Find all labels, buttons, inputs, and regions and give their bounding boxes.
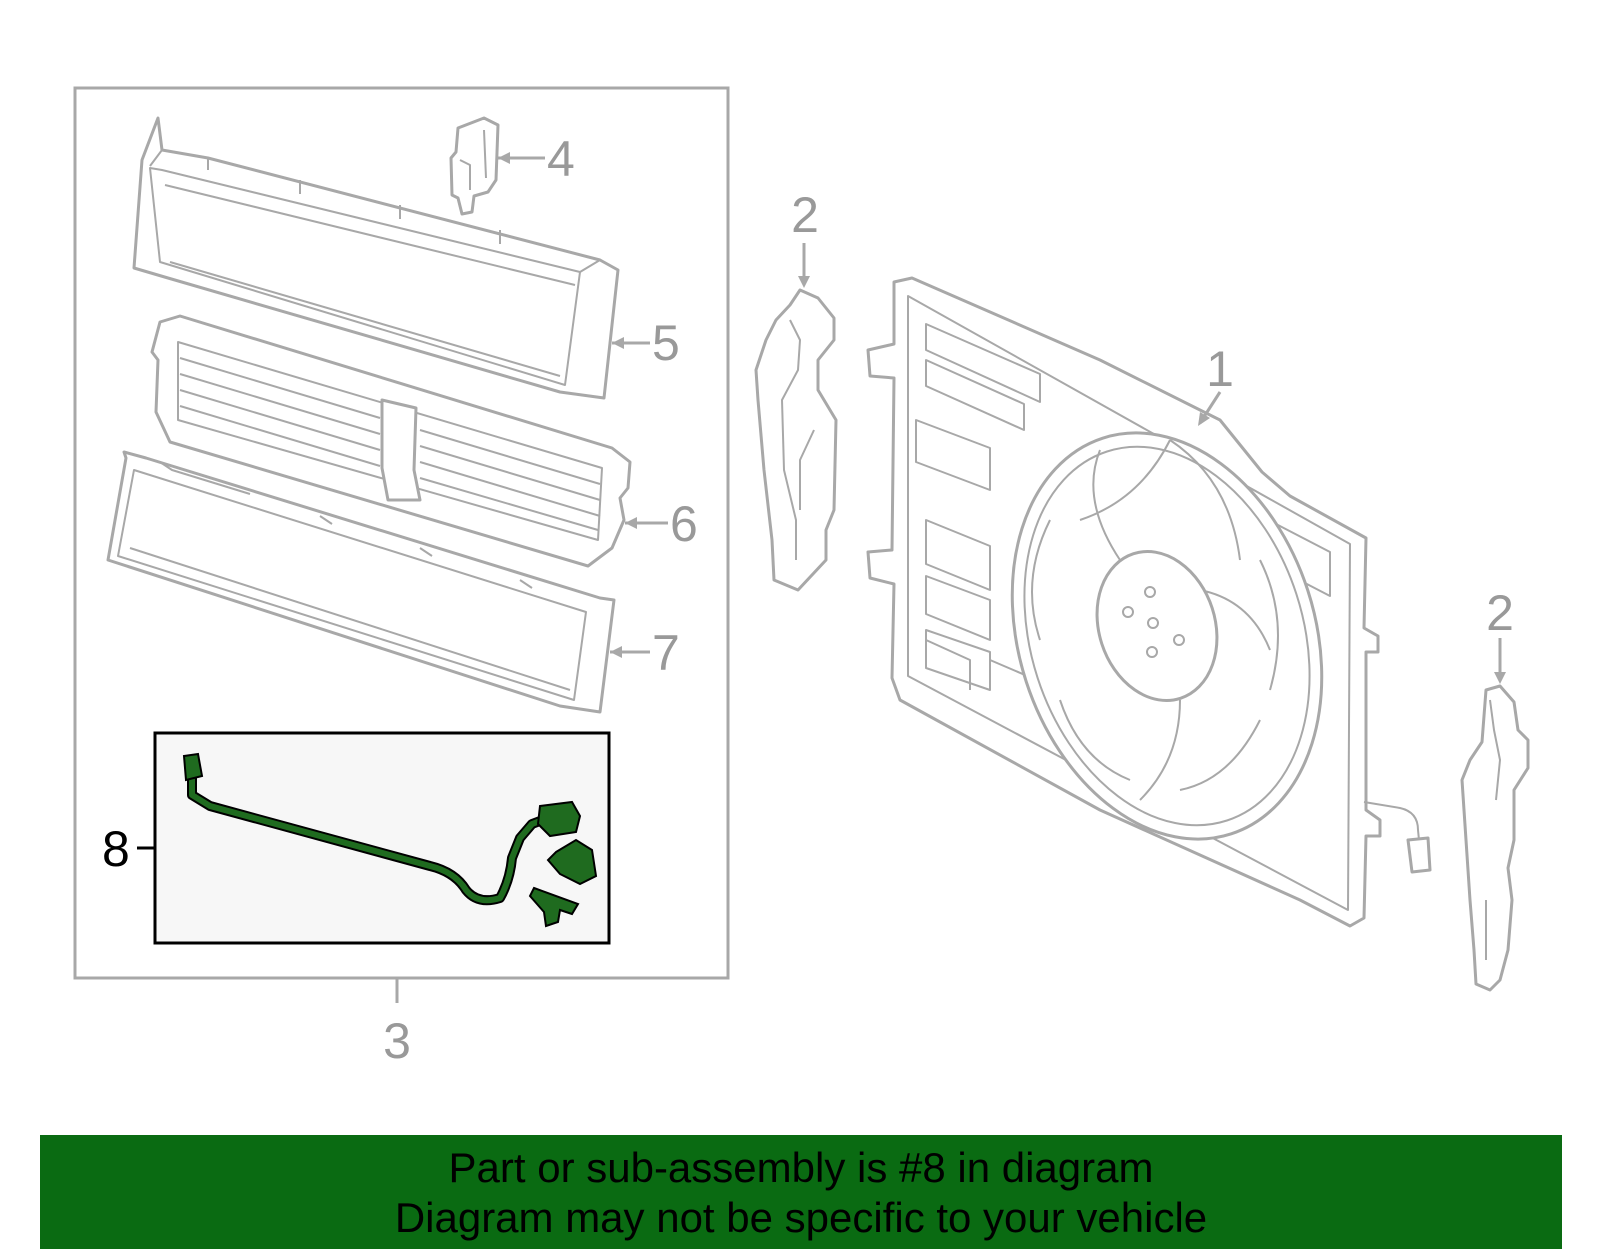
banner-line-1: Part or sub-assembly is #8 in diagram xyxy=(448,1144,1154,1191)
callout-4-arrowhead xyxy=(498,152,510,164)
callout-6: 6 xyxy=(670,496,698,552)
banner-line-2: Diagram may not be specific to your vehi… xyxy=(394,1194,1208,1241)
part-1-fan-shroud xyxy=(866,276,1432,928)
assembly-box xyxy=(73,86,730,980)
harness-clip-1 xyxy=(546,838,598,886)
callout-1: 1 xyxy=(1206,341,1234,397)
part-5-upper-deflector xyxy=(132,116,620,400)
callout-2b: 2 xyxy=(1486,585,1514,641)
part-7-lower-deflector xyxy=(106,450,616,714)
callout-7: 7 xyxy=(652,625,680,681)
harness-connector-main xyxy=(536,800,582,838)
callout-1-arrowhead xyxy=(1198,412,1210,426)
callout-5-arrowhead xyxy=(612,337,624,349)
harness-connector-top xyxy=(182,752,204,782)
callout-5: 5 xyxy=(652,315,680,371)
part-8-inset-box xyxy=(153,731,611,945)
callout-3: 3 xyxy=(383,1013,411,1069)
part-4-clip xyxy=(449,116,500,216)
callout-6-arrowhead xyxy=(625,517,637,529)
callout-8: 8 xyxy=(102,821,130,877)
part-6-grille-shutter xyxy=(150,314,632,568)
callout-2b-arrowhead xyxy=(1494,672,1506,684)
harness-clip-2 xyxy=(528,886,580,928)
part-2-bracket-right xyxy=(1460,684,1530,992)
part-2-bracket-left xyxy=(754,288,838,592)
part-8-wiring-harness[interactable] xyxy=(182,752,598,928)
callout-7-arrowhead xyxy=(610,646,622,658)
callout-2a: 2 xyxy=(791,187,819,243)
callout-4: 4 xyxy=(547,131,575,187)
info-banner: Part or sub-assembly is #8 in diagram Di… xyxy=(40,1135,1562,1249)
callout-2a-arrowhead xyxy=(798,276,810,288)
